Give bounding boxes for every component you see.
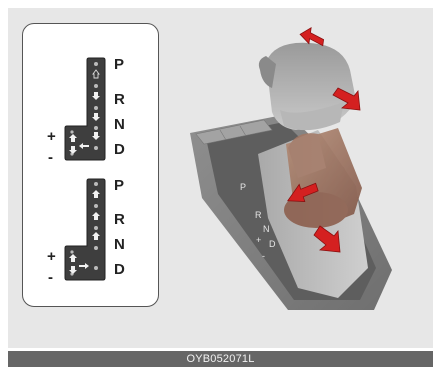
upper-n-label: N <box>114 116 125 133</box>
gear-lever-illustration: P R N D + - <box>168 18 430 318</box>
lower-minus-label: - <box>48 269 53 286</box>
lower-plus-label: + <box>47 248 56 265</box>
gear-lever-ghost <box>284 128 362 228</box>
upper-plus-label: + <box>47 128 56 145</box>
figure-code-caption: OYB052071L <box>8 351 433 367</box>
upper-p-label: P <box>114 56 124 73</box>
console-plus: + <box>256 235 261 245</box>
shift-pattern-diagrams: P R N D + - <box>23 24 158 306</box>
lower-p-label: P <box>114 177 124 194</box>
lower-d-label: D <box>114 261 125 278</box>
shift-pattern-panel: P R N D + - <box>22 23 159 307</box>
upper-r-label: R <box>114 91 125 108</box>
upper-minus-label: - <box>48 149 53 166</box>
console-n: N <box>263 224 270 234</box>
lower-n-label: N <box>114 236 125 253</box>
console-minus: - <box>262 251 265 261</box>
lower-r-label: R <box>114 211 125 228</box>
console-r: R <box>255 210 262 220</box>
lower-shift-pattern: P R N D + - <box>47 177 125 286</box>
console-p: P <box>240 182 246 192</box>
upper-d-label: D <box>114 141 125 158</box>
upper-shift-pattern: P R N D + - <box>47 56 125 166</box>
console-d: D <box>269 239 276 249</box>
